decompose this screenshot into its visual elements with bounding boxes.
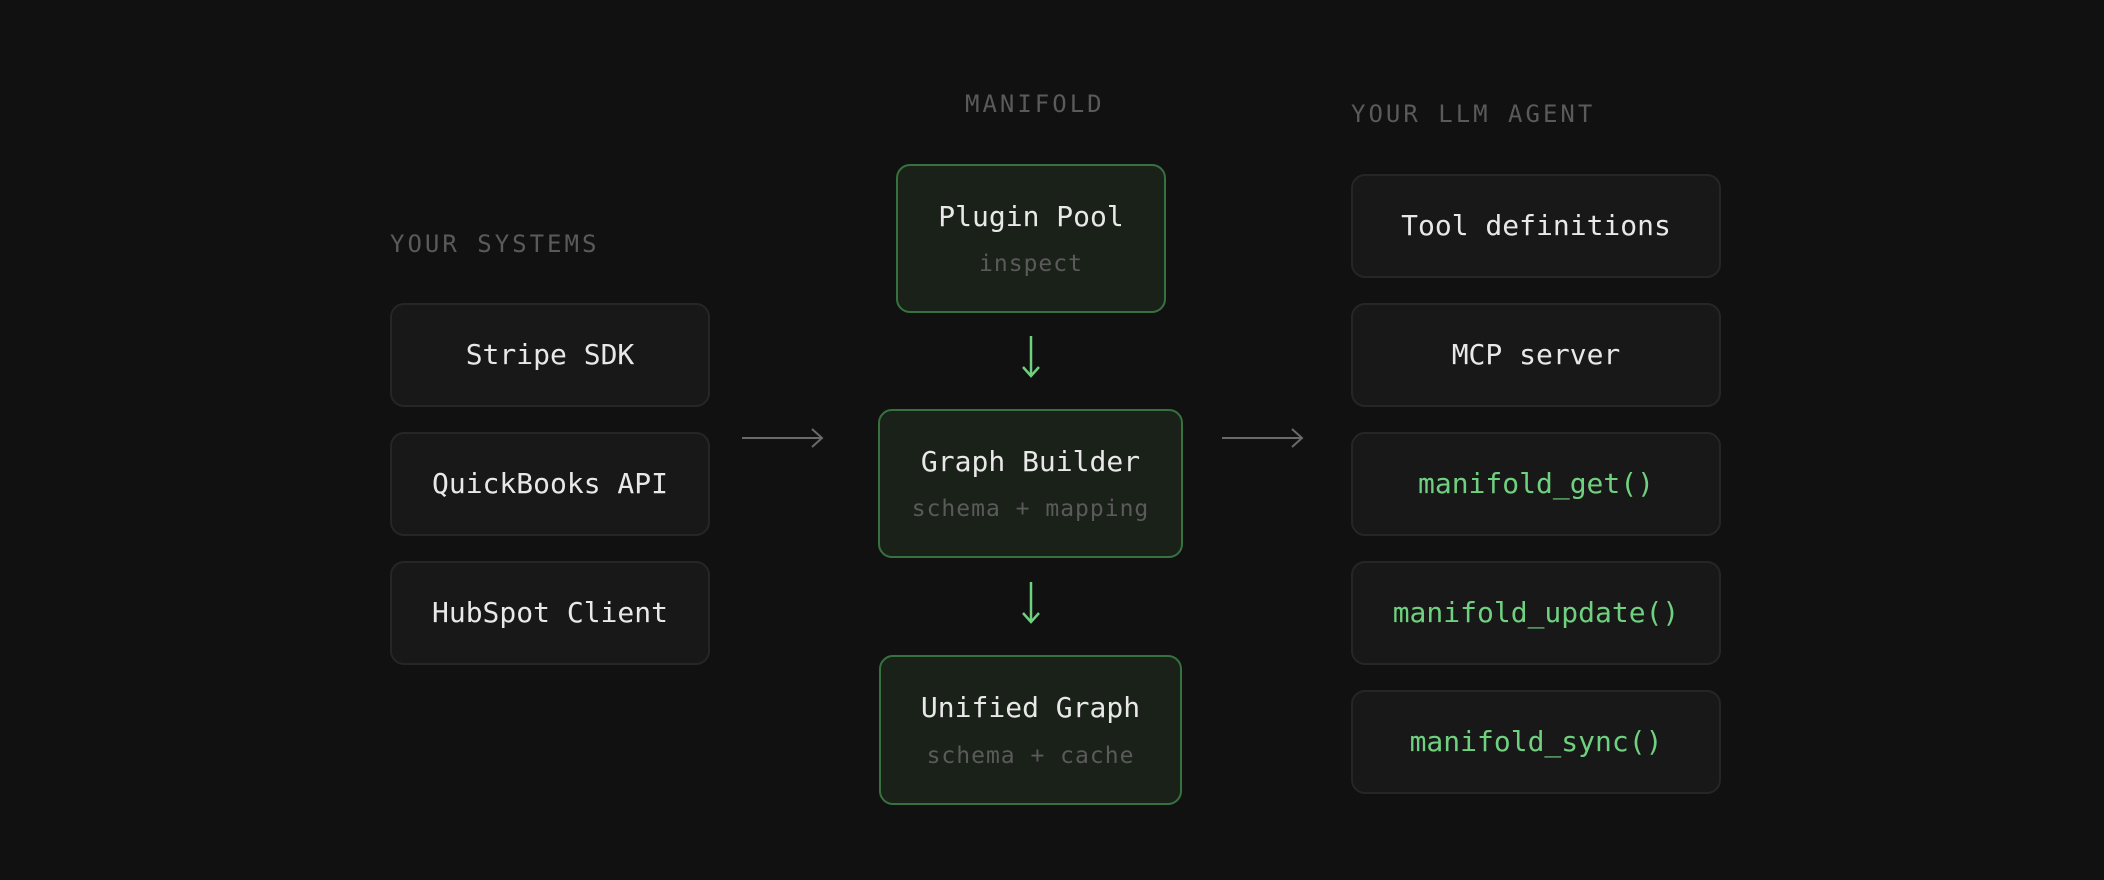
- agent-function-label: manifold_sync(): [1409, 725, 1663, 759]
- node-graph-builder: Graph Builder schema + mapping: [878, 409, 1183, 558]
- agent-box-manifold-update: manifold_update(): [1351, 561, 1721, 665]
- node-title: Plugin Pool: [938, 199, 1124, 233]
- agent-box-manifold-get: manifold_get(): [1351, 432, 1721, 536]
- agent-function-label: manifold_get(): [1417, 467, 1654, 501]
- agent-label: MCP server: [1451, 338, 1621, 372]
- agent-box-manifold-sync: manifold_sync(): [1351, 690, 1721, 794]
- systems-heading: YOUR SYSTEMS: [390, 230, 600, 258]
- system-box-hubspot: HubSpot Client: [390, 561, 710, 665]
- agent-box-mcp-server: MCP server: [1351, 303, 1721, 407]
- node-title: Unified Graph: [920, 691, 1141, 725]
- node-subtitle: schema + cache: [926, 742, 1135, 769]
- down-arrow-icon: [1022, 336, 1040, 378]
- right-arrow-icon: [742, 428, 824, 448]
- manifold-heading: MANIFOLD: [965, 90, 1105, 118]
- agent-heading: YOUR LLM AGENT: [1351, 100, 1596, 128]
- agent-box-tool-definitions: Tool definitions: [1351, 174, 1721, 278]
- agent-function-label: manifold_update(): [1392, 596, 1680, 630]
- system-label: QuickBooks API: [431, 467, 668, 501]
- down-arrow-icon: [1022, 582, 1040, 624]
- node-plugin-pool: Plugin Pool inspect: [896, 164, 1166, 313]
- node-subtitle: inspect: [979, 251, 1083, 278]
- node-unified-graph: Unified Graph schema + cache: [879, 655, 1182, 805]
- system-box-stripe: Stripe SDK: [390, 303, 710, 407]
- node-title: Graph Builder: [920, 444, 1141, 478]
- agent-label: Tool definitions: [1401, 209, 1671, 243]
- system-label: Stripe SDK: [465, 338, 635, 372]
- system-label: HubSpot Client: [431, 596, 668, 630]
- system-box-quickbooks: QuickBooks API: [390, 432, 710, 536]
- node-subtitle: schema + mapping: [911, 496, 1150, 523]
- right-arrow-icon: [1222, 428, 1304, 448]
